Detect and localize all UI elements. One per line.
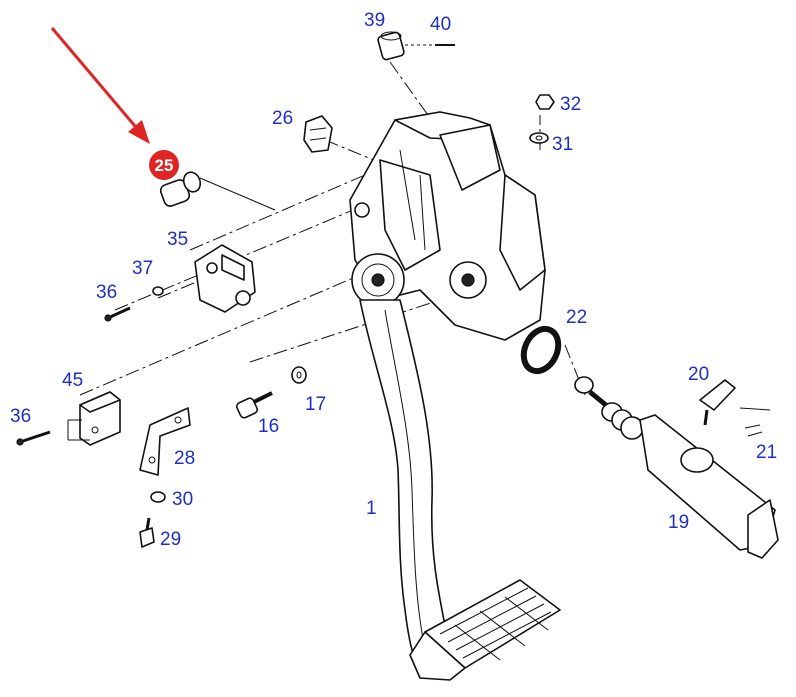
part-45-block — [67, 391, 121, 446]
callout-20: 20 — [688, 364, 709, 385]
callout-29: 29 — [160, 529, 181, 550]
part-22-oring — [520, 325, 562, 375]
callout-28: 28 — [174, 448, 195, 469]
callout-35: 35 — [167, 229, 188, 250]
callout-26: 26 — [272, 108, 293, 129]
part-25-bushing — [159, 171, 276, 211]
part-21-clip — [744, 424, 763, 437]
part-31-washer — [529, 132, 549, 144]
part-28-bracket — [139, 407, 191, 476]
part-19-master-cylinder — [574, 376, 779, 559]
part-26-bracket — [303, 115, 333, 153]
callout-16: 16 — [258, 416, 279, 437]
part-32-nut — [535, 94, 555, 110]
callout-45: 45 — [62, 370, 83, 391]
foot-pad-tread — [439, 587, 552, 661]
callout-36-lower: 36 — [10, 406, 31, 427]
callout-37: 37 — [132, 258, 153, 279]
part-37-washer — [152, 286, 164, 296]
part-36-screw-lower — [16, 430, 51, 446]
callout-39: 39 — [364, 10, 385, 31]
callout-36-upper: 36 — [96, 282, 117, 303]
part-1-pedal-assembly — [349, 111, 561, 681]
part-20-fitting — [699, 379, 736, 426]
callout-1: 1 — [366, 498, 377, 519]
callout-30: 30 — [172, 489, 193, 510]
callout-31: 31 — [552, 134, 573, 155]
callout-32: 32 — [560, 94, 581, 115]
part-25-badge: 25 — [149, 150, 179, 180]
callout-21: 21 — [756, 442, 777, 463]
callout-40: 40 — [430, 14, 451, 35]
part-35-sensor — [194, 244, 256, 313]
callout-22: 22 — [566, 307, 587, 328]
highlight-arrow — [50, 27, 150, 144]
part-16-bolt — [235, 391, 273, 419]
callout-25: 25 — [155, 156, 174, 175]
part-36-screw-upper — [104, 306, 131, 322]
part-30-washer — [150, 491, 166, 503]
callout-17: 17 — [305, 394, 326, 415]
part-17-washer — [291, 366, 307, 384]
callout-19: 19 — [668, 512, 689, 533]
part-29-bolt — [139, 517, 155, 548]
part-39-pin — [377, 31, 405, 61]
